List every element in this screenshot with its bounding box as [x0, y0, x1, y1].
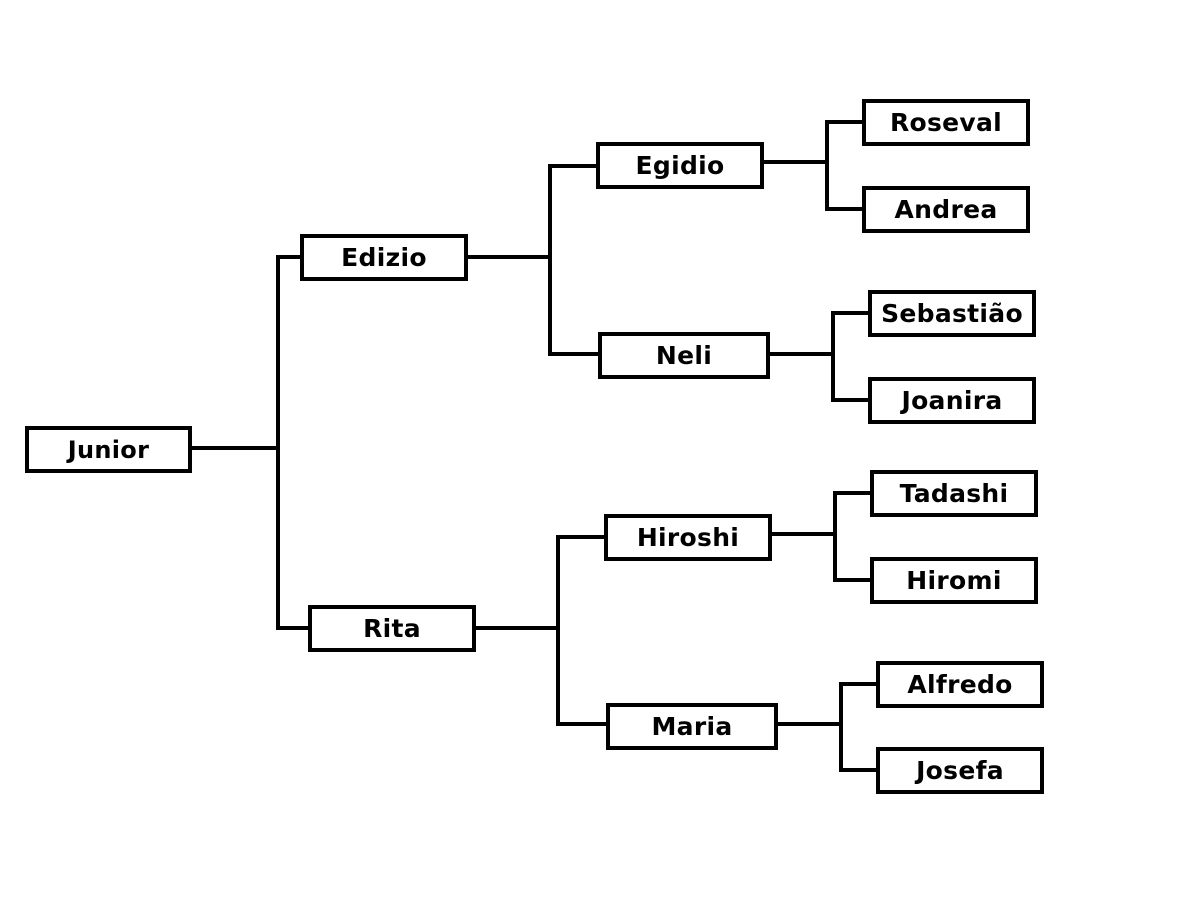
person-box-egidio: Egidio — [596, 142, 764, 189]
person-name-roseval: Roseval — [889, 108, 1003, 137]
person-box-maria: Maria — [606, 703, 778, 750]
person-box-josefa: Josefa — [876, 747, 1044, 794]
person-name-edizio: Edizio — [341, 243, 427, 272]
person-box-roseval: Roseval — [862, 99, 1030, 146]
person-name-neli: Neli — [655, 341, 713, 370]
person-name-alfredo: Alfredo — [907, 670, 1013, 699]
person-name-sebastiao: Sebastião — [881, 299, 1023, 328]
person-name-egidio: Egidio — [635, 151, 725, 180]
person-name-hiromi: Hiromi — [906, 566, 1002, 595]
person-name-rita: Rita — [363, 614, 421, 643]
person-name-andrea: Andrea — [894, 195, 998, 224]
person-box-edizio: Edizio — [300, 234, 468, 281]
person-box-alfredo: Alfredo — [876, 661, 1044, 708]
person-box-andrea: Andrea — [862, 186, 1030, 233]
person-name-tadashi: Tadashi — [899, 479, 1009, 508]
person-box-neli: Neli — [598, 332, 770, 379]
person-box-rita: Rita — [308, 605, 476, 652]
person-box-tadashi: Tadashi — [870, 470, 1038, 517]
person-box-joanira: Joanira — [868, 377, 1036, 424]
person-name-maria: Maria — [651, 712, 733, 741]
person-box-sebastiao: Sebastião — [868, 290, 1036, 337]
person-name-hiroshi: Hiroshi — [636, 523, 740, 552]
person-box-junior: Junior — [25, 426, 192, 473]
person-box-hiromi: Hiromi — [870, 557, 1038, 604]
person-name-joanira: Joanira — [901, 386, 1003, 415]
person-name-junior: Junior — [67, 435, 150, 464]
person-name-josefa: Josefa — [916, 756, 1004, 785]
person-box-hiroshi: Hiroshi — [604, 514, 772, 561]
